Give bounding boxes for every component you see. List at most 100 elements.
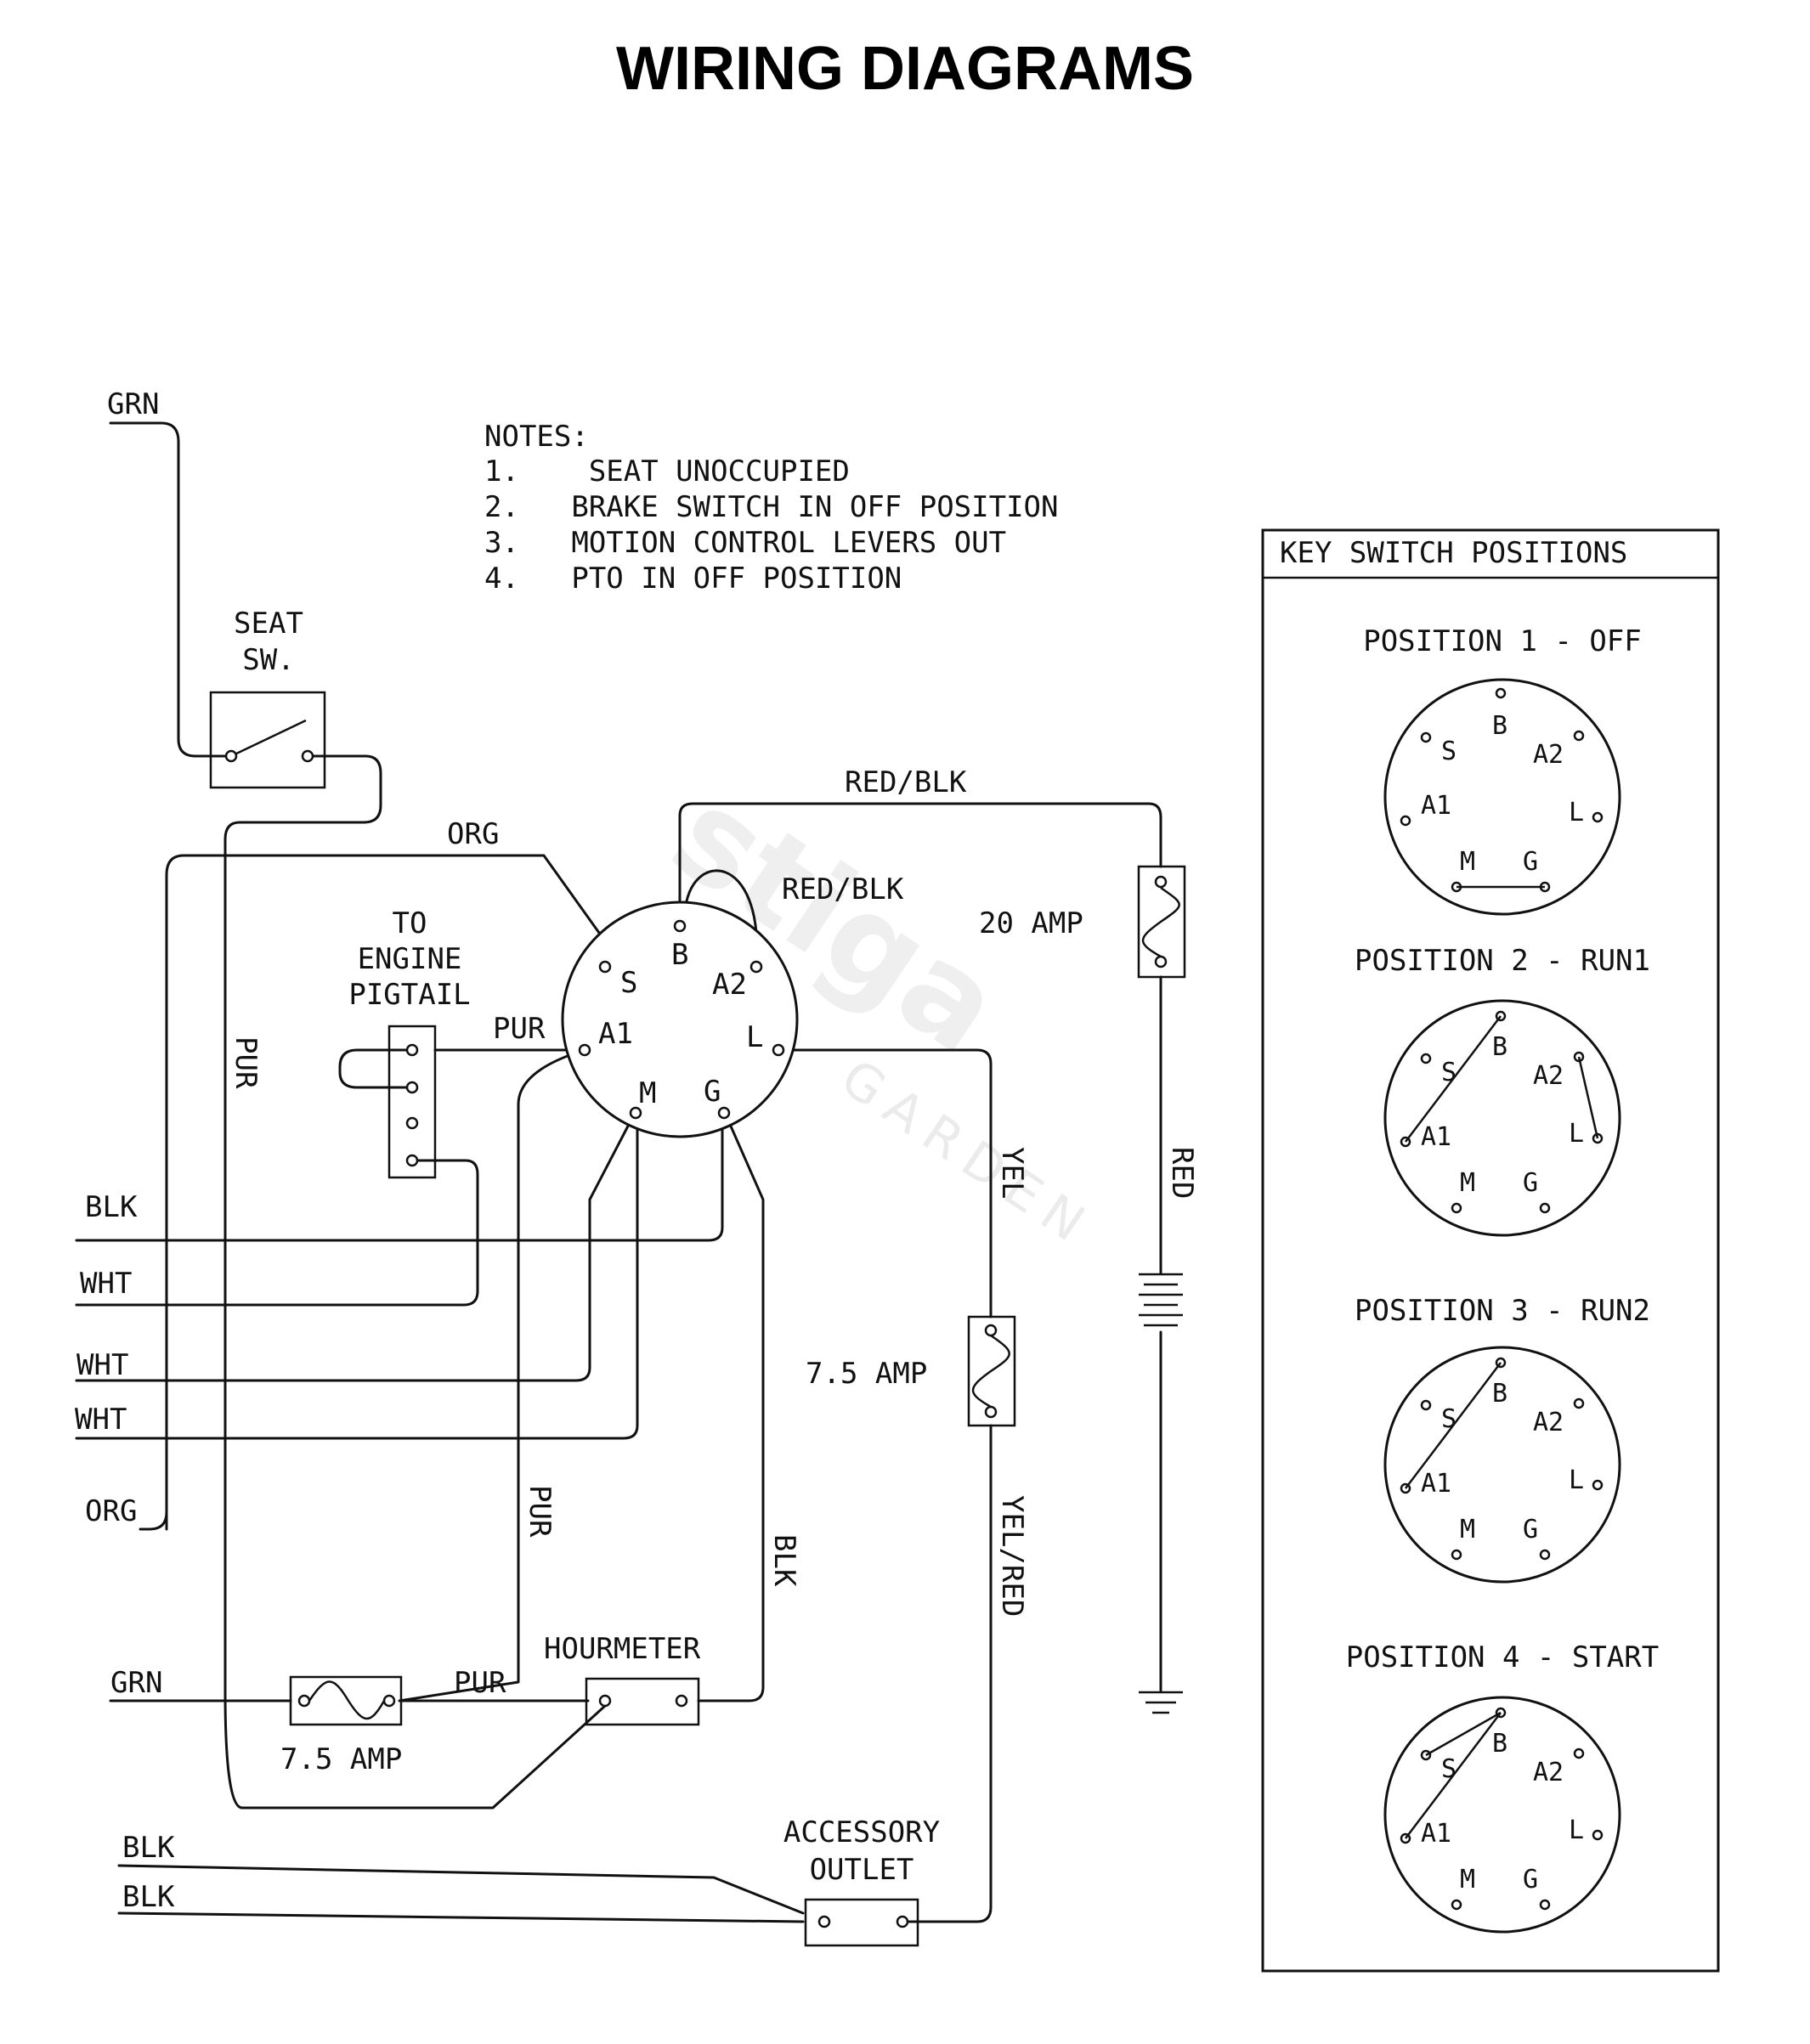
hourmeter-body [585,1677,700,1726]
seat-switch-terminal [224,749,238,763]
fuse-element [1142,886,1180,958]
seat-switch-blade [230,719,307,758]
key-position-4: POSITION 4 - START S B A2 A1 L M G [1346,1640,1659,1934]
wire-wht-2 [165,1113,636,1382]
fuse-element [972,1334,1010,1409]
key-terminal-label: G [1523,1865,1538,1894]
key-position-label: POSITION 4 - START [1346,1640,1659,1674]
wire-label-red-blk-loop: RED/BLK [782,872,904,906]
seat-switch-label: SEAT [234,607,303,641]
wire-label-yel: YEL [995,1147,1029,1199]
key-terminal-label: A1 [1421,791,1451,821]
wire-wht-3 [165,1113,639,1440]
key-terminal-label: M [1460,1515,1475,1544]
fuse-75-right-label: 7.5 AMP [806,1357,927,1391]
pigtail-label: PIGTAIL [348,978,470,1012]
fuse-terminal [297,1694,311,1708]
ignition-switch-body [561,901,799,1138]
key-position-dial [1383,999,1621,1237]
wire-label-wht: WHT [80,1267,132,1301]
pigtail-label: TO [393,906,427,940]
ignition-terminal-m [629,1106,642,1120]
key-terminal-label: A2 [1533,1408,1564,1437]
key-position-bridge [1425,1711,1502,1757]
seat-switch-terminal [301,749,314,763]
key-terminal-label: A2 [1533,740,1564,770]
key-position-2: POSITION 2 - RUN1 S B A2 A1 L M G [1355,944,1650,1237]
note-item: 1. SEAT UNOCCUPIED [484,455,850,488]
key-terminal-label: B [1492,1729,1507,1759]
key-position-label: POSITION 3 - RUN2 [1355,1294,1650,1328]
key-terminal-label: G [1523,847,1538,877]
fuse-75-right-body [967,1315,1016,1427]
ground-symbol [1139,1691,1183,1714]
key-position-dial [1383,1696,1621,1934]
wire-label-pur-mid: PUR [523,1485,557,1538]
key-terminal-label: L [1569,1119,1584,1149]
key-terminal-label: S [1441,1404,1456,1434]
seat-switch-label: SW. [242,643,294,677]
wire-blk-mid [697,1113,765,1702]
key-switch-panel: KEY SWITCH POSITIONS POSITION 1 - OFF S … [1261,528,1720,1973]
wire-label-pur-left: PUR [229,1036,263,1089]
key-terminal-label: B [1492,711,1507,741]
fuse-terminal [1154,875,1168,889]
key-position-3: POSITION 3 - RUN2 S B A2 A1 L M G [1355,1294,1650,1584]
key-position-bridge [1405,1712,1502,1839]
key-position-label: POSITION 1 - OFF [1363,624,1642,658]
wire-label-org-top: ORG [447,817,499,851]
wire-label-red: RED [1165,1147,1199,1199]
key-terminal-label: A1 [1421,1122,1451,1152]
key-terminal-label: A1 [1421,1819,1451,1849]
key-terminal-label: S [1441,1058,1456,1087]
key-terminal-label: A1 [1421,1469,1451,1499]
outlet-terminal [817,1915,831,1928]
key-terminal-label: L [1569,1465,1584,1495]
wire-label-blk: BLK [85,1190,138,1224]
wire-pur-main [223,754,607,1810]
wire-label-wht: WHT [76,1348,128,1382]
fuse-75-amp-right: 7.5 AMP [806,1315,1016,1427]
wire-label-grn-bottom: GRN [110,1666,162,1700]
note-item: 3. MOTION CONTROL LEVERS OUT [484,526,1006,560]
pigtail-terminal [405,1116,419,1130]
wire-label-blk-mid: BLK [767,1534,801,1587]
wire-labels: GRN ORG PUR RED/BLK RED/BLK BLK WHT WHT … [75,387,1199,1914]
wire-blk-1 [165,1111,724,1242]
key-position-bridge [1577,1056,1599,1139]
outlet-terminal [896,1915,909,1928]
watermark-sub: GARDEN [830,1048,1105,1260]
seat-switch: SEAT SW. [209,607,326,789]
wire-red-blk-top [678,802,1162,928]
key-terminal-label: L [1569,1815,1584,1845]
key-position-1: POSITION 1 - OFF S B A2 A1 L M G [1363,624,1642,916]
pigtail-terminal [405,1154,419,1167]
ignition-terminal-a1 [578,1043,591,1057]
key-switch-panel-title: KEY SWITCH POSITIONS [1280,536,1627,570]
key-terminal-label: A2 [1533,1758,1564,1787]
wire-label-grn-top: GRN [107,387,159,421]
wire-label-red-blk-top: RED/BLK [845,765,967,799]
wire-pur-mid [398,1048,586,1702]
key-terminal-label: G [1523,1168,1538,1198]
note-item: 4. PTO IN OFF POSITION [484,562,902,596]
fuse-20-label: 20 AMP [979,906,1083,940]
hourmeter-terminal [675,1694,688,1708]
fuse-75-bottom-body [289,1675,403,1726]
outlet-label: OUTLET [810,1853,914,1887]
pigtail-connector [387,1025,437,1179]
accessory-outlet-body [804,1898,919,1947]
ignition-label-g: G [704,1075,721,1109]
key-terminal-label: A2 [1533,1061,1564,1091]
key-position-bridge [1405,1362,1502,1489]
pigtail-terminal [405,1081,419,1094]
ignition-label-a2: A2 [712,968,747,1002]
notes-block: NOTES: 1. SEAT UNOCCUPIED 2. BRAKE SWITC… [484,420,1059,596]
wire-left-stubs [75,1239,168,1440]
wire-grn-top [109,421,233,758]
note-item: 2. BRAKE SWITCH IN OFF POSITION [484,490,1059,524]
key-terminal-label: G [1523,1515,1538,1544]
key-terminal-label: M [1460,1168,1475,1198]
wire-yel [777,1048,993,1923]
key-terminal-label: L [1569,798,1584,827]
